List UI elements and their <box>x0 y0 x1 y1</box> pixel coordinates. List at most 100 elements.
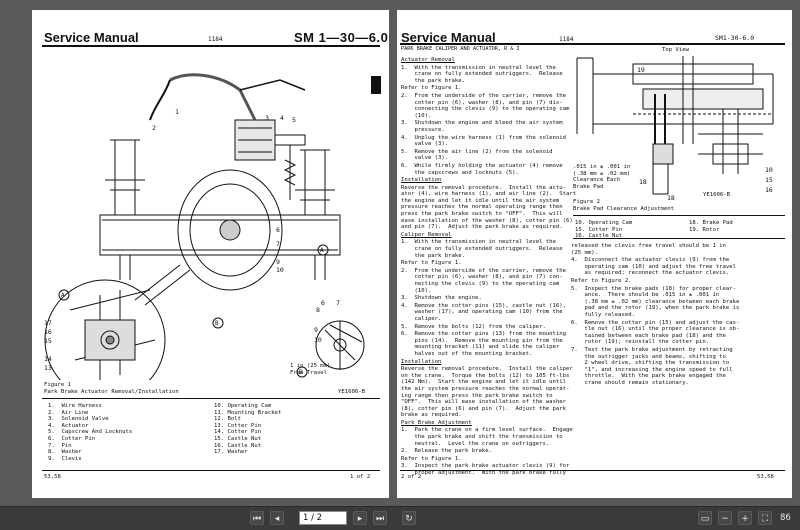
viewer-toolbar <box>0 506 800 530</box>
list-item: 8. Washer <box>48 449 82 456</box>
svg-text:5: 5 <box>292 116 296 124</box>
procedure-step: 6. Remove the cotter pin (15) and adjust… <box>571 319 740 346</box>
procedure-step: 5. Remove the bolts (12) from the calipe… <box>401 323 546 330</box>
procedure-step: 1. Park the crane on a firm level surfac… <box>401 427 573 447</box>
rotate-icon[interactable]: ↻ <box>402 511 416 525</box>
list-item: 13. Cotter Pin <box>214 422 262 429</box>
procedure-step: 6. Remove the cotter pins (13) from the … <box>401 331 567 357</box>
procedure-step: 4. Remove the cotter pins (15), castle n… <box>401 302 567 322</box>
svg-text:18: 18 <box>667 194 675 202</box>
list-item: 11. Mounting Bracket <box>214 409 282 416</box>
procedure-step: 5. Inspect the brake pads (18) for prope… <box>571 285 740 318</box>
left-page: Service Manual 1184 SM 1—30—6.0 A <box>32 10 389 498</box>
svg-text:1: 1 <box>175 108 179 116</box>
section-heading: Installation <box>401 177 442 184</box>
svg-text:A: A <box>61 292 65 299</box>
procedure-step: 2. From the underside of the carrier, re… <box>401 267 567 294</box>
header-rule <box>400 43 785 45</box>
svg-text:3: 3 <box>265 114 269 122</box>
procedure-step: Refer to Figure 1. <box>401 260 462 267</box>
next-page-icon[interactable]: ▸ <box>353 511 367 525</box>
svg-text:2: 2 <box>152 124 156 132</box>
svg-text:9: 9 <box>314 326 318 334</box>
svg-text:7: 7 <box>276 240 280 248</box>
figure-2-parts-right: 18. Brake Pad 19. Rotor <box>689 220 733 233</box>
list-item: 10. Operating Cam <box>214 403 272 409</box>
manual-code: SM1-30-6.0 <box>715 34 755 42</box>
list-item: 5. Capscrew And Locknuts <box>48 429 133 436</box>
fit-page-icon[interactable]: ▭ <box>698 511 712 525</box>
svg-text:16: 16 <box>44 328 52 336</box>
procedure-step: released the clevis free travel should b… <box>571 243 726 256</box>
zoom-in-icon[interactable]: + <box>738 511 752 525</box>
footer-rule <box>42 470 380 471</box>
svg-text:10: 10 <box>276 266 284 274</box>
figure-2-caption-line1: Figure 2 <box>573 199 600 205</box>
footer-left: 53,58 <box>44 474 61 480</box>
list-item: 17. Washer <box>214 449 248 456</box>
list-item: 16. Castle Nut <box>575 233 623 240</box>
procedure-step: Reverse the removal procedure. Install t… <box>401 366 573 419</box>
list-item: 7. Pin <box>48 442 72 449</box>
svg-text:A: A <box>320 247 324 254</box>
footer-right: 53,58 <box>757 474 774 480</box>
svg-text:4: 4 <box>280 114 284 122</box>
svg-text:14: 14 <box>44 355 52 363</box>
list-item: 12. Bolt <box>214 416 241 423</box>
procedure-column-2: released the clevis free travel should b… <box>571 243 786 387</box>
figure-1-caption-line2: Park Brake Actuator Removal/Installation <box>44 389 179 395</box>
procedure-step: 7. Test the park brake adjustment by ret… <box>571 346 733 386</box>
procedure-step: Reverse the removal procedure. Install t… <box>401 184 577 231</box>
free-travel-note: 1 in (25 mm) Free Travel <box>290 363 331 376</box>
list-item: 10. Operating Cam <box>575 220 633 226</box>
page-number-input[interactable]: 1 / 2 <box>299 511 347 525</box>
list-item: 4. Actuator <box>48 422 89 429</box>
svg-text:9: 9 <box>276 258 280 266</box>
section-title: PARK BRAKE CALIPER AND ACTUATOR, R & I <box>401 46 520 52</box>
last-page-icon[interactable]: ⏭ <box>373 511 387 525</box>
svg-text:18: 18 <box>639 178 647 186</box>
section-tab-marker <box>371 76 381 94</box>
caption-rule <box>42 398 380 399</box>
procedure-step: 3. Inspect the park brake actuator clevi… <box>401 463 570 477</box>
figure-2-parts-left: 10. Operating Cam 15. Cotter Pin 16. Cas… <box>575 220 632 240</box>
procedure-step: 1. With the transmission in neutral leve… <box>401 239 563 259</box>
parts-list-left: 1. Wire Harness 2. Air Line 3. Solenoid … <box>48 403 132 462</box>
zoom-level[interactable]: 86 <box>780 513 791 523</box>
procedure-step: 3. Shutdown the engine. <box>401 295 482 302</box>
fullscreen-icon[interactable]: ⛶ <box>758 511 772 525</box>
svg-text:10: 10 <box>314 336 322 344</box>
list-item: 15. Castle Nut <box>214 435 262 442</box>
procedure-step: 3. Shutdown the engine and bleed the air… <box>401 120 563 133</box>
procedure-step: 1. With the transmission in neutral leve… <box>401 64 563 84</box>
figure-2-top-view-label: Top View <box>662 47 689 53</box>
svg-text:8: 8 <box>316 306 320 314</box>
svg-text:13: 13 <box>44 364 52 372</box>
previous-page-icon[interactable]: ◂ <box>270 511 284 525</box>
svg-text:19: 19 <box>637 66 645 74</box>
procedure-step: 4. Unplug the wire harness (1) from the … <box>401 134 567 148</box>
svg-text:15: 15 <box>765 176 773 184</box>
svg-text:6: 6 <box>276 226 280 234</box>
zoom-out-icon[interactable]: − <box>718 511 732 525</box>
list-item: 6. Cotter Pin <box>48 435 96 442</box>
list-item: 16. Castle Nut <box>214 442 262 449</box>
list-item: 18. Brake Pad <box>689 220 733 226</box>
right-page: Service Manual 1184 SM1-30-6.0 PARK BRAK… <box>397 10 792 498</box>
procedure-step: Refer to Figure 2. <box>571 277 632 284</box>
parts-list-right: 10. Operating Cam 11. Mounting Bracket 1… <box>214 403 281 456</box>
procedure-step: 5. Remove the air line (2) from the sole… <box>401 148 553 162</box>
procedure-step: 2. From the underside of the carrier, re… <box>401 92 570 119</box>
svg-text:B: B <box>299 369 303 376</box>
figure-2-clearance-note: .015 in ± .001 in (.38 mm ± .02 mm) Clea… <box>573 164 631 190</box>
footer-right: 1 of 2 <box>350 474 371 480</box>
page-number: 1184 <box>559 36 574 43</box>
figure-1-caption-line1: Figure 1 <box>44 382 71 388</box>
svg-text:16: 16 <box>765 186 773 194</box>
figure-2-drawing: 19 10 15 16 18 18 <box>576 56 774 202</box>
first-page-icon[interactable]: ⏮ <box>250 511 264 525</box>
page-number: 1184 <box>208 36 223 43</box>
list-item: 15. Cotter Pin <box>575 226 623 233</box>
list-item: 14. Cotter Pin <box>214 429 262 436</box>
